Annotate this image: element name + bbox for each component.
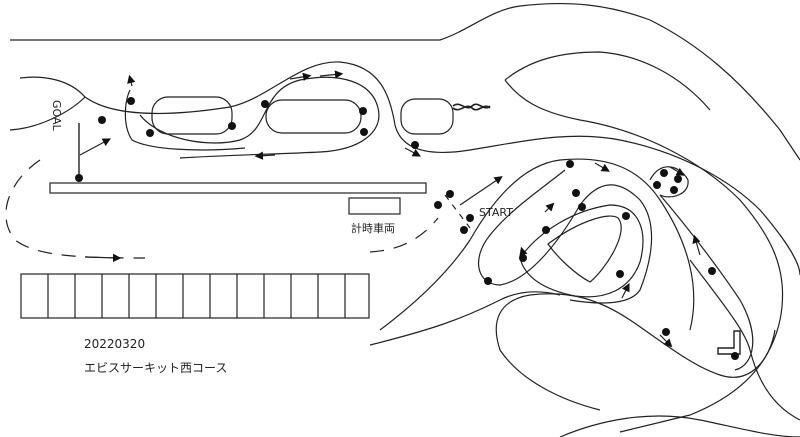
pylon-icon	[542, 226, 550, 234]
direction-arrow	[254, 151, 276, 160]
pylon-icon	[653, 181, 661, 189]
pylon-icon	[662, 328, 670, 336]
track-edge-hairpin-top	[504, 51, 711, 111]
direction-arrow	[594, 162, 610, 172]
timing-vehicle-label: 計時車両	[351, 222, 395, 235]
pylon-icon	[622, 212, 630, 220]
infield-island-1	[151, 96, 233, 135]
start-line	[444, 194, 471, 229]
pylon-icon	[127, 97, 135, 105]
driving-line-right-loop	[649, 166, 689, 198]
direction-arrow	[289, 72, 312, 81]
timing-vehicle-box	[348, 197, 401, 215]
paddock-grid	[20, 273, 370, 319]
pylon-icon	[434, 201, 442, 209]
pylon-icon	[75, 174, 83, 182]
direction-arrow	[127, 74, 136, 87]
pylon-icon	[146, 129, 154, 137]
return-path	[5, 159, 146, 259]
driving-line-loop-2	[124, 89, 246, 151]
track-edge-top	[10, 2, 800, 161]
driving-line-inner	[519, 204, 644, 298]
infield-island-4	[547, 215, 622, 283]
track-edge-footer	[559, 415, 800, 437]
direction-arrow	[84, 253, 122, 263]
course-name-label: エビスサーキット西コース	[84, 361, 228, 375]
direction-arrow	[621, 282, 630, 299]
l-obstacle	[717, 330, 741, 355]
direction-arrow	[669, 166, 685, 176]
pylon-icon	[519, 254, 527, 262]
pylon-icon	[708, 267, 716, 275]
direction-arrow	[319, 70, 344, 79]
pit-wall	[49, 182, 427, 194]
track-edge-inner-right	[504, 79, 784, 433]
infield-island-3	[400, 98, 454, 135]
pylon-icon	[660, 169, 668, 177]
pylon-icon	[411, 141, 419, 149]
rope-barrier-2	[452, 105, 491, 111]
track-edge-bottom-2	[369, 291, 561, 346]
date-label: 20220320	[84, 337, 146, 351]
pylon-icon	[670, 186, 678, 194]
pylon-icon	[460, 226, 468, 234]
direction-arrow	[459, 176, 503, 206]
pylon-icon	[359, 107, 367, 115]
pylon-icon	[578, 203, 586, 211]
track-edge-bottom	[379, 158, 695, 331]
track-edge-right	[689, 259, 800, 421]
direction-arrow	[79, 138, 111, 156]
driving-line-right-loop-2	[659, 194, 754, 371]
driving-line-chicane	[478, 169, 653, 304]
pylon-icon	[484, 277, 492, 285]
track-edge-left-lip	[9, 76, 86, 131]
pylon-icon	[261, 100, 269, 108]
infield-island-2	[265, 99, 362, 134]
direction-arrow	[544, 202, 555, 213]
track-edge-mid-long	[84, 61, 800, 276]
start-approach-path	[369, 217, 439, 253]
pylon-icon	[98, 116, 106, 124]
pylon-icon	[360, 128, 368, 136]
direction-arrow	[659, 334, 673, 348]
start-label: START	[479, 206, 513, 219]
pylon-icon	[572, 189, 580, 197]
driving-line-loop	[139, 76, 380, 159]
pylon-icon	[466, 214, 474, 222]
pylon-icon	[731, 352, 739, 360]
pylon-icon	[566, 160, 574, 168]
pylon-icon	[228, 122, 236, 130]
direction-arrow	[404, 147, 421, 157]
rope-barrier	[452, 103, 491, 109]
pylon-icon	[674, 175, 682, 183]
direction-arrow	[692, 234, 701, 256]
pylon-icon	[616, 270, 624, 278]
goal-label: GOAL	[50, 100, 63, 131]
track-edge-lower	[495, 293, 776, 411]
pylon-icon	[446, 190, 454, 198]
